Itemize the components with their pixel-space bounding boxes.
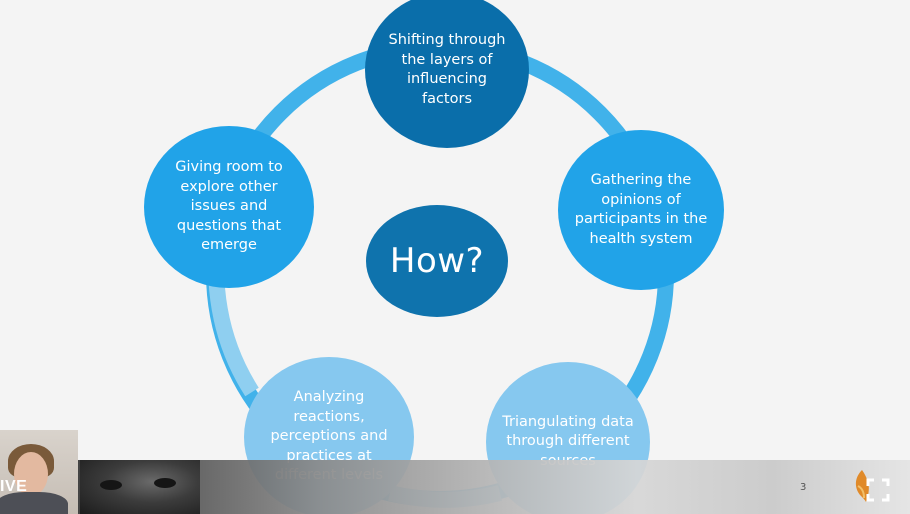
node-label: Shifting through the layers of influenci…	[388, 32, 506, 107]
photo-eye	[154, 478, 176, 488]
slide-page-number: 3	[800, 482, 807, 493]
presenter-webcam	[0, 430, 78, 514]
node-shifting-layers: Shifting through the layers of influenci…	[365, 0, 529, 148]
node-label: Gathering the opinions of participants i…	[574, 172, 708, 247]
live-badge: IVE	[0, 478, 28, 495]
photo-eye	[100, 480, 122, 490]
node-label: Giving room to explore other issues and …	[175, 159, 283, 254]
node-gathering-opinions: Gathering the opinions of participants i…	[558, 130, 724, 290]
organization-logo-icon	[855, 470, 869, 502]
node-giving-room: Giving room to explore other issues and …	[144, 126, 314, 288]
presenter-face	[14, 452, 48, 496]
center-question: How?	[366, 205, 508, 317]
center-label: How?	[389, 241, 485, 281]
footer-child-photo	[80, 460, 200, 514]
presenter-body	[0, 492, 68, 514]
fullscreen-icon[interactable]	[866, 478, 890, 502]
